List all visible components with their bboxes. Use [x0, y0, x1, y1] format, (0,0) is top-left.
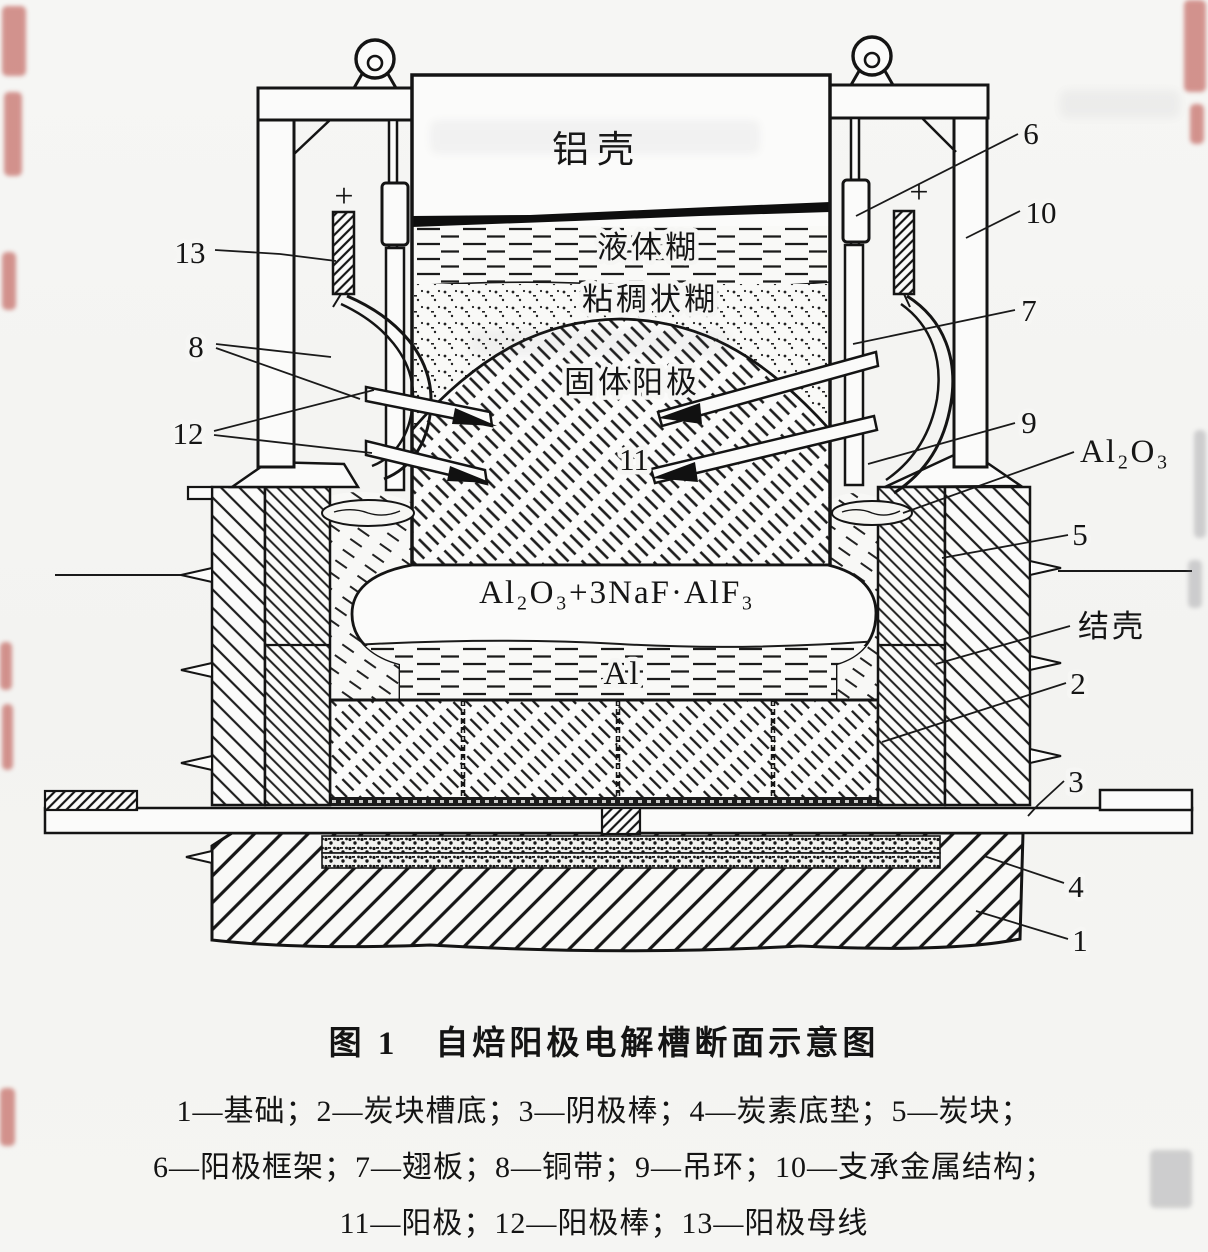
liquid-paste-region	[412, 226, 830, 284]
left-brace	[293, 119, 331, 155]
scan-artifact	[2, 704, 13, 770]
right-plus-mark: +	[909, 174, 928, 211]
scan-artifact	[2, 6, 26, 76]
cathode-bar-left-end	[43, 789, 139, 812]
left-plus-mark: +	[334, 178, 353, 215]
support-structure	[256, 83, 990, 469]
bleed-through	[1060, 90, 1180, 118]
scan-artifact	[1190, 104, 1204, 144]
label-aluminum-shell: 铝壳	[552, 130, 642, 171]
scan-artifact	[0, 1088, 15, 1146]
lifting-rings	[351, 35, 896, 90]
cathode-carbon-blocks	[328, 698, 880, 806]
label-viscous-paste: 粘稠状糊	[582, 282, 718, 317]
callout-7: 7	[1021, 293, 1037, 328]
scan-artifact	[1188, 560, 1202, 608]
legend-line-2: 6—阳极框架；7—翅板；8—铜带；9—吊环；10—支承金属结构；	[153, 1151, 1055, 1184]
scan-artifact	[2, 252, 16, 310]
block-joints	[460, 700, 776, 800]
label-liquid-paste: 液体糊	[597, 230, 699, 265]
figure-title: 图 1 自焙阳极电解槽断面示意图	[328, 1026, 880, 1062]
tar-band	[412, 202, 830, 227]
scan-artifact	[1150, 1150, 1192, 1208]
solid-anode-region	[412, 319, 830, 565]
left-column	[256, 86, 296, 469]
figure-caption: 图 1 自焙阳极电解槽断面示意图 1—基础；2—炭块槽底；3—阴极棒；4—炭素底…	[64, 1016, 1144, 1252]
viscous-paste-region	[412, 284, 830, 430]
bleed-through	[470, 330, 730, 356]
callout-9: 9	[1021, 405, 1037, 440]
right-beam	[824, 83, 990, 120]
left-wall-lip	[186, 485, 214, 501]
callout-3: 3	[1068, 764, 1084, 799]
left-ring-pin	[366, 54, 384, 72]
label-alumina: Al₂O₃	[1080, 434, 1170, 470]
left-frame-clamp	[380, 181, 410, 247]
center-joint-stub	[600, 806, 642, 836]
region-labels: 铝壳 液体糊 粘稠状糊 固体阳极 11 Al₂O₃+3NaF·AlF₃ Al A…	[479, 130, 1170, 697]
callout-8: 8	[188, 329, 204, 364]
right-brace	[921, 117, 957, 153]
cathode-bar-right-end	[1098, 788, 1194, 812]
foundation-notch	[185, 849, 213, 865]
scan-artifact	[1194, 430, 1206, 538]
left-bus-bar	[331, 210, 356, 296]
cell-cross-section-diagram: + + 13 8	[43, 35, 1194, 958]
carbon-bedding-layers	[321, 835, 941, 869]
anode-studs	[364, 350, 880, 486]
anode-bus-bars	[331, 209, 916, 308]
callout-6: 6	[1023, 116, 1039, 151]
callout-10: 10	[1026, 195, 1057, 230]
callout-2: 2	[1070, 666, 1086, 701]
right-ring-pin	[863, 51, 881, 69]
crust-left	[330, 491, 412, 700]
scan-artifact	[1184, 0, 1206, 92]
label-electrolyte-formula: Al₂O₃+3NaF·AlF₃	[479, 575, 755, 611]
left-beam	[256, 86, 420, 122]
right-bus-bar	[892, 209, 916, 296]
callout-5: 5	[1072, 517, 1088, 552]
legend-line-3: 11—阳极；12—阳极棒；13—阳极母线	[339, 1207, 869, 1240]
crust-right	[828, 493, 878, 700]
crust-pockets	[321, 499, 913, 527]
left-fin-plate	[384, 246, 406, 492]
scan-artifact	[0, 642, 12, 690]
callout-leader-lines	[213, 133, 1075, 940]
side-reference-lines	[55, 570, 1192, 576]
label-molten-aluminum: Al	[604, 656, 641, 692]
left-wall	[186, 485, 332, 807]
label-crust: 结壳	[1078, 609, 1146, 644]
molten-aluminum-region	[352, 646, 876, 700]
callout-1: 1	[1072, 923, 1088, 958]
legend-line-1: 1—基础；2—炭块槽底；3—阴极棒；4—炭素底垫；5—炭块；	[176, 1095, 1032, 1128]
callout-4: 4	[1068, 869, 1084, 904]
scan-artifact	[4, 92, 22, 176]
callout-13: 13	[175, 235, 206, 270]
anode-casing-outline	[410, 73, 832, 565]
label-solid-anode: 固体阳极	[564, 365, 700, 400]
label-anode-number: 11	[619, 442, 649, 477]
right-frame-clamp	[841, 178, 871, 244]
right-column	[952, 83, 989, 469]
bleed-through	[430, 120, 760, 154]
callout-12: 12	[173, 416, 204, 451]
right-wall	[876, 485, 1032, 807]
wall-anchors	[180, 559, 1062, 772]
